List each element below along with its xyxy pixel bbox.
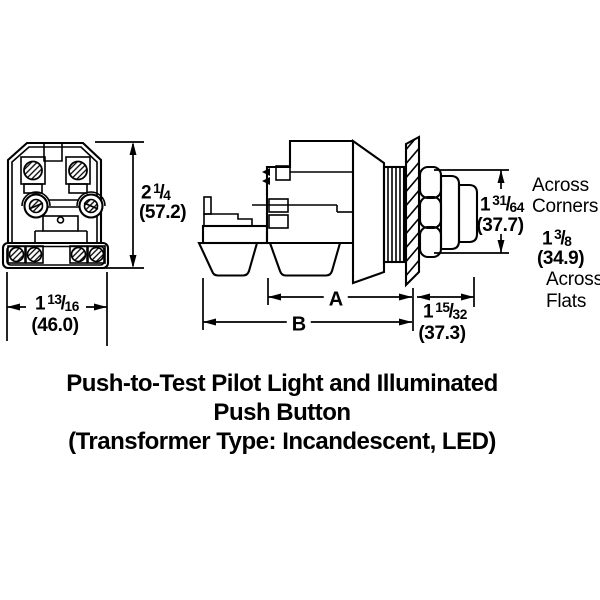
height-dimension-metric: (57.2): [139, 202, 187, 223]
caption-line-1: Push-to-Test Pilot Light and Illuminated: [66, 370, 498, 397]
release-latch-icon: [262, 177, 270, 185]
release-latch-icon: [262, 168, 270, 176]
dimension-a-label: A: [323, 288, 349, 312]
caption-line-3: (Transformer Type: Incandescent, LED): [68, 428, 496, 455]
across-flats-metric: (34.9): [537, 248, 585, 269]
across-corners-label-line2: Corners: [532, 196, 599, 217]
rear-top-screw-icons: [23, 160, 88, 181]
front-projection-metric: (37.3): [418, 323, 466, 344]
rear-view-drawing: [1, 141, 110, 270]
across-flats-label-line2: Flats: [546, 291, 587, 312]
rear-bottom-screw-icons: [8, 246, 105, 263]
front-bezel-drawing: [418, 165, 479, 259]
across-corners-metric: (37.7): [476, 215, 524, 236]
figure-caption: Push-to-Test Pilot Light and Illuminated…: [66, 369, 498, 456]
caption-line-2: Push Button: [213, 399, 351, 426]
across-flats-label-line1: Across: [546, 269, 600, 290]
dimension-lines: [6, 141, 509, 346]
dimension-b-label: B: [286, 313, 312, 337]
width-dimension-metric: (46.0): [31, 315, 79, 336]
side-view-drawing: [197, 138, 406, 285]
across-corners-label-line1: Across: [532, 175, 589, 196]
panel-section: [404, 135, 421, 288]
